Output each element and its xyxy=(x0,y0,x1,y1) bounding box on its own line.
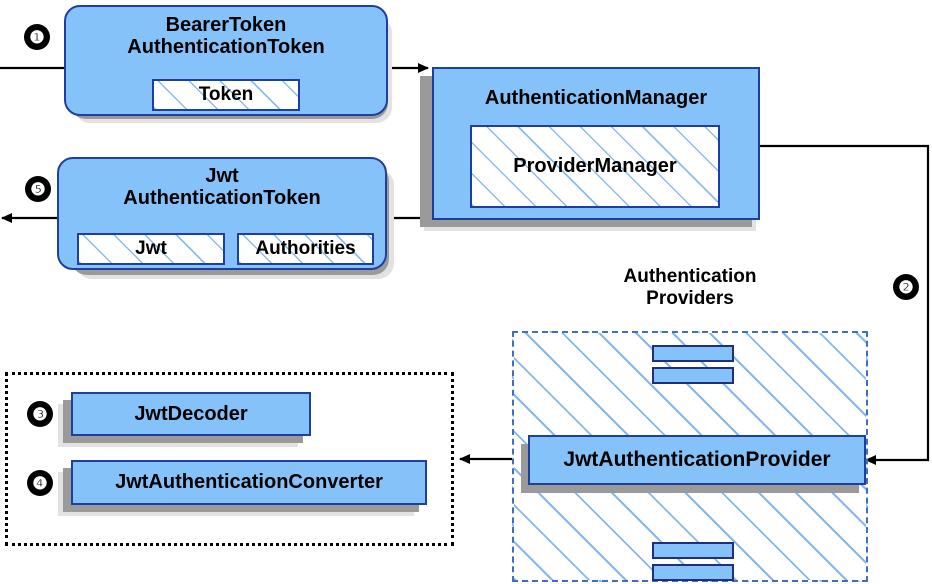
step-badge-1: ❶ xyxy=(24,24,50,50)
jwt-token-slot-authorities[interactable]: Authorities xyxy=(237,233,374,265)
bearer-token-slot-label: Token xyxy=(198,84,254,105)
bearer-token-title-line2: AuthenticationToken xyxy=(127,36,325,59)
provider-bar-top-2 xyxy=(652,367,734,384)
providers-caption-line2: Providers xyxy=(646,287,734,309)
jwt-token-title: Jwt AuthenticationToken xyxy=(59,165,385,210)
jwt-converter-title: JwtAuthenticationConverter xyxy=(115,471,383,494)
jwt-provider-title: JwtAuthenticationProvider xyxy=(563,448,831,472)
provider-bar-bottom-1 xyxy=(652,542,734,559)
jwt-token-title-line2: AuthenticationToken xyxy=(123,187,321,210)
jwt-token-slot-jwt[interactable]: Jwt xyxy=(77,233,225,265)
step-badge-4: ❹ xyxy=(27,470,53,496)
authorities-slot-label: Authorities xyxy=(255,238,356,259)
jwt-helpers-group xyxy=(5,372,454,546)
bearer-token-slot-token[interactable]: Token xyxy=(152,79,300,111)
providers-caption-line1: Authentication xyxy=(623,266,757,287)
jwt-authentication-converter-node[interactable]: JwtAuthenticationConverter xyxy=(71,460,427,505)
authentication-manager-slot-provider-manager[interactable]: ProviderManager xyxy=(470,125,720,208)
authentication-manager-title: AuthenticationManager xyxy=(484,87,708,109)
provider-bar-bottom-2 xyxy=(652,564,734,581)
jwt-decoder-node[interactable]: JwtDecoder xyxy=(71,392,311,436)
jwt-token-title-line1: Jwt xyxy=(205,165,239,187)
step-badge-3: ❸ xyxy=(27,401,53,427)
jwt-decoder-title: JwtDecoder xyxy=(134,402,248,425)
step-badge-5: ❺ xyxy=(25,176,51,202)
bearer-token-title-line1: BearerToken xyxy=(165,14,287,36)
step-badge-2: ❷ xyxy=(893,274,919,300)
connector-manager-to-provider xyxy=(760,144,930,465)
provider-manager-label: ProviderManager xyxy=(513,155,677,177)
provider-bar-top-1 xyxy=(652,345,734,362)
authentication-providers-caption: Authentication Providers xyxy=(580,266,800,310)
bearer-token-title: BearerToken AuthenticationToken xyxy=(66,14,386,59)
jwt-authentication-provider-node[interactable]: JwtAuthenticationProvider xyxy=(528,435,866,485)
jwt-slot-label: Jwt xyxy=(135,238,167,259)
